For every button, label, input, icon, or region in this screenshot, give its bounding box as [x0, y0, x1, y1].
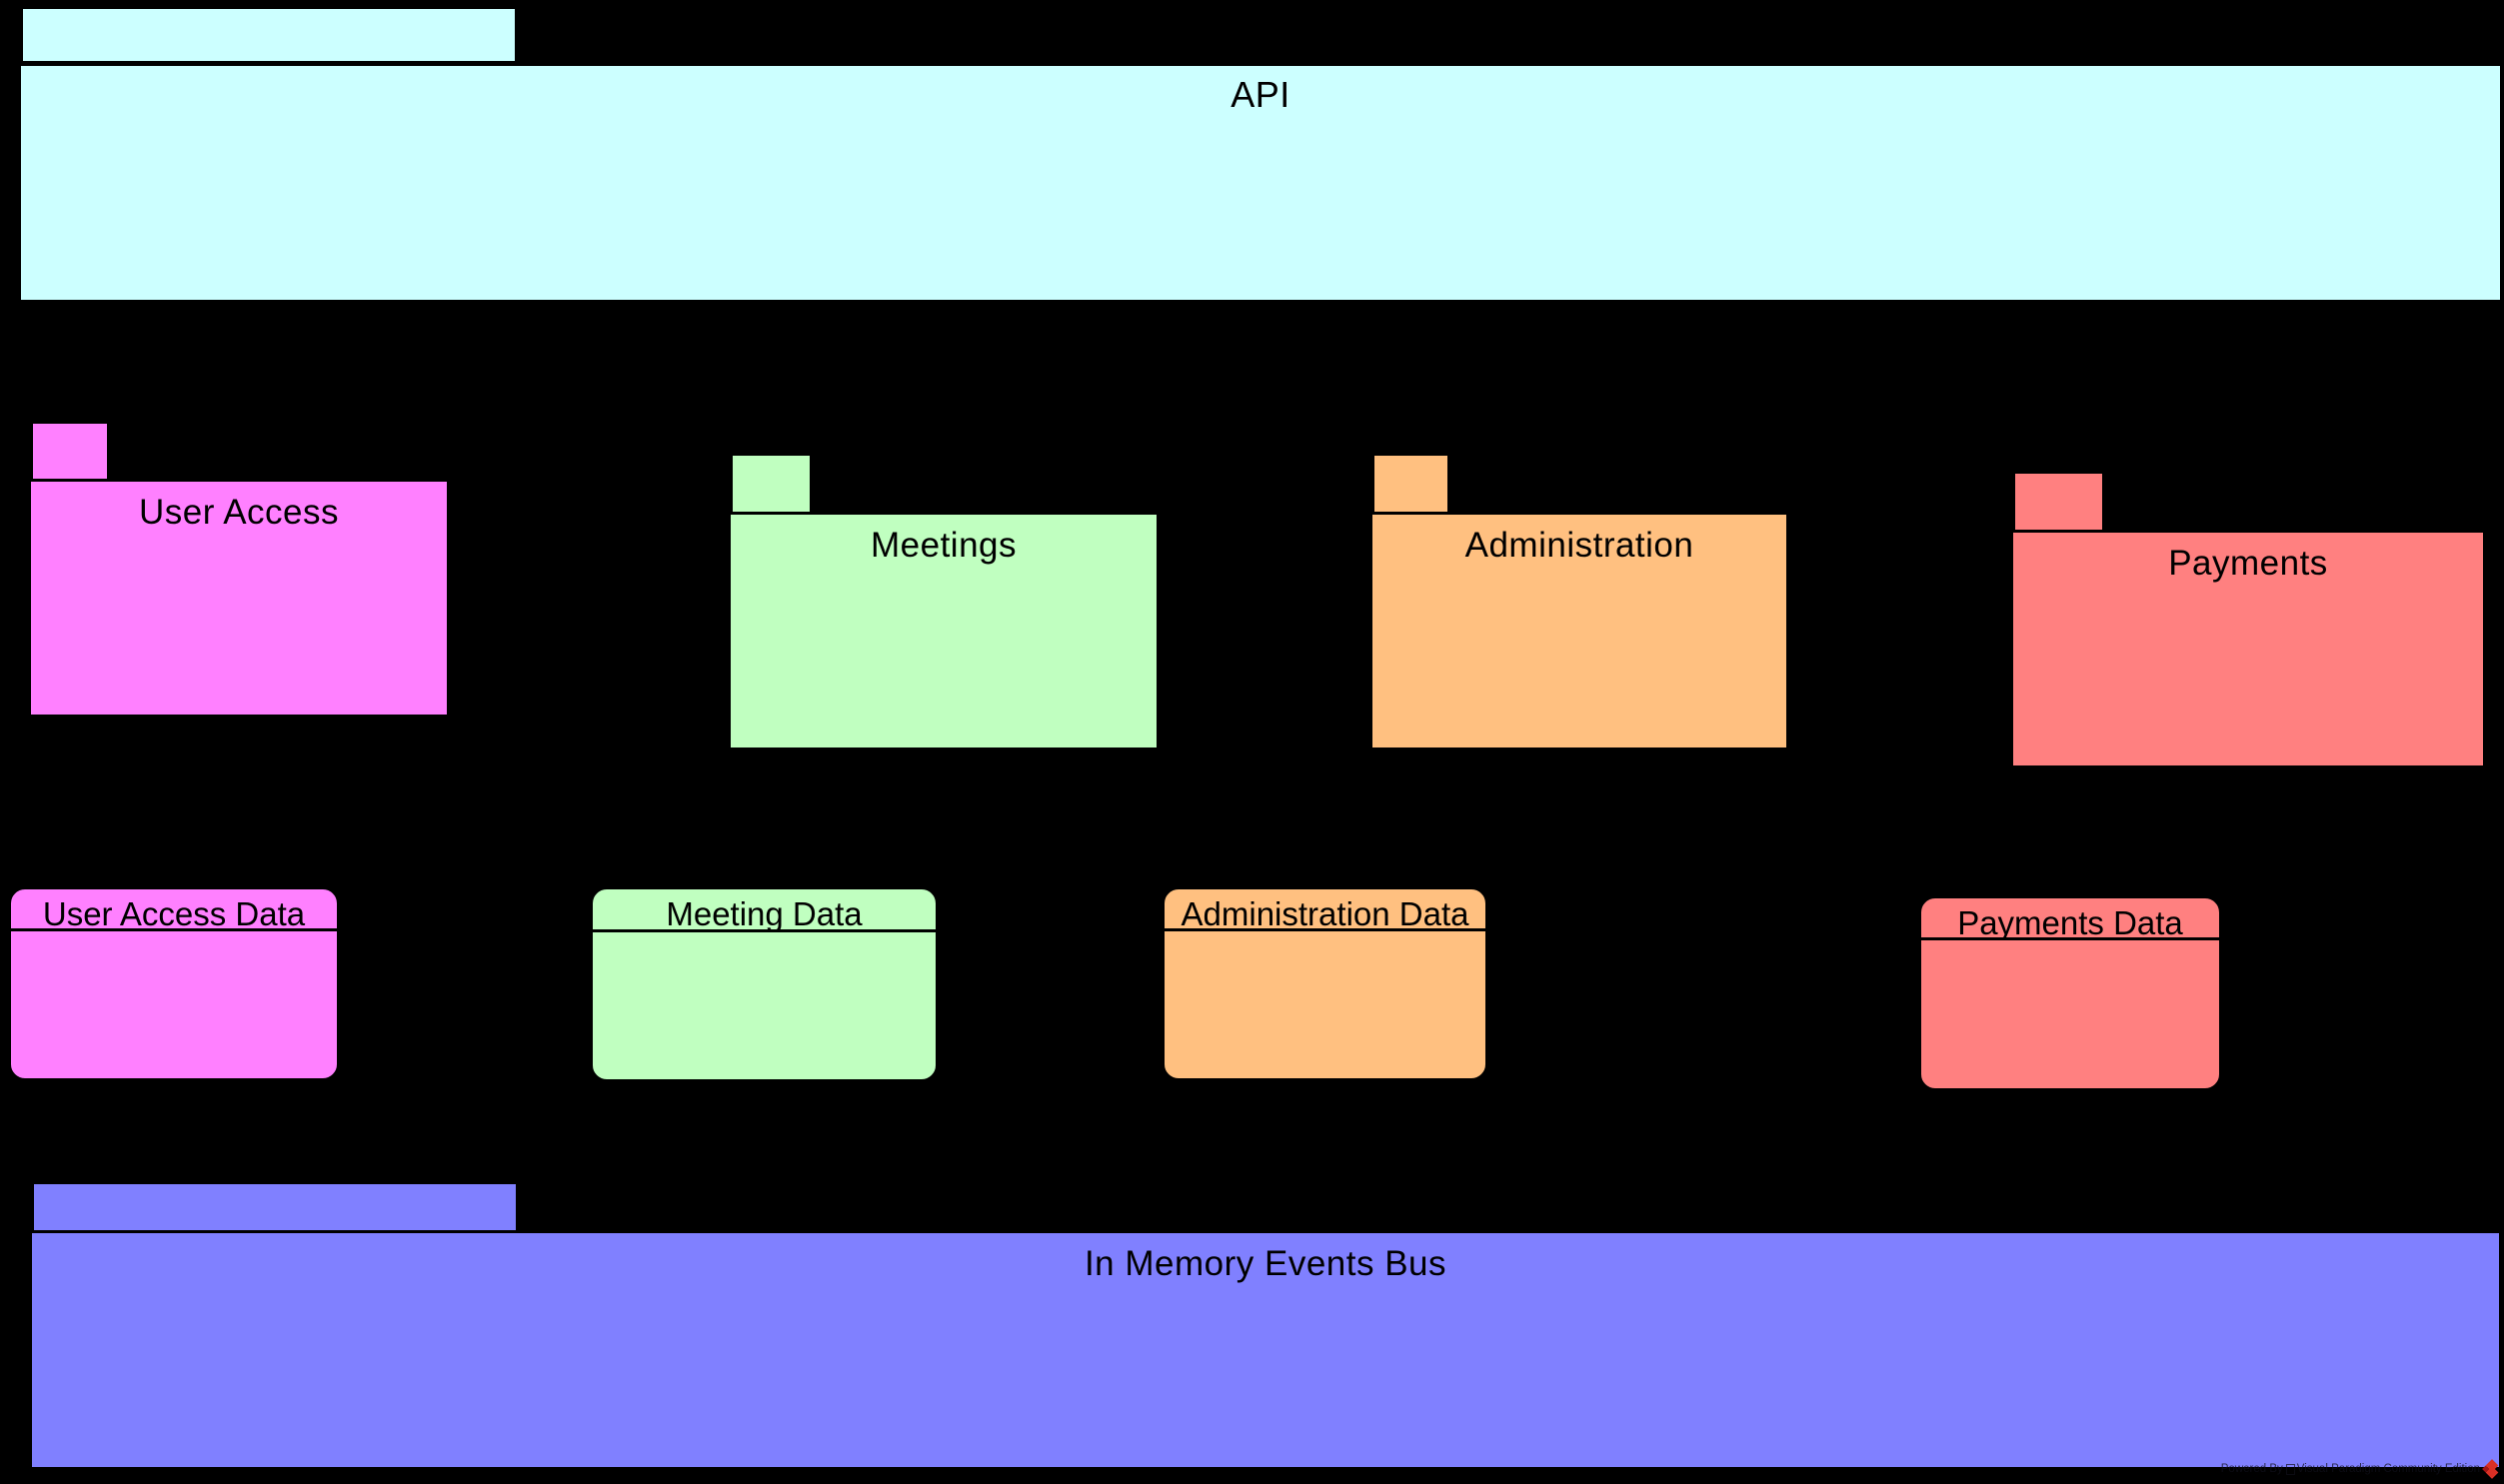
watermark-suffix: Visual Paradigm Community Edition: [2296, 1463, 2480, 1475]
watermark: Powered By Visual Paradigm Community Edit…: [2221, 1456, 2501, 1482]
package-api-tab: [21, 7, 517, 63]
data-store-user-access-data-label: User Access Data: [42, 895, 306, 931]
data-store-meeting-data: Meeting Data: [591, 887, 938, 1081]
package-user-access-tab: [31, 422, 109, 481]
package-api: API: [21, 63, 2500, 300]
package-payments-tab: [2013, 472, 2104, 533]
package-administration: Administration: [1372, 512, 1786, 747]
data-store-administration-data-label: Administration Data: [1181, 895, 1469, 931]
data-store-payments-data-header: Payments Data: [1921, 898, 2219, 940]
watermark-prefix: Powered By: [2220, 1463, 2283, 1475]
data-store-administration-data-header: Administration Data: [1165, 889, 1485, 931]
package-api-label: API: [1231, 74, 1290, 115]
data-store-user-access-data-header: User Access Data: [11, 889, 337, 931]
package-events-bus-tab: [32, 1182, 518, 1233]
data-store-user-access-data: User Access Data: [9, 887, 339, 1080]
package-user-access: User Access: [31, 479, 447, 715]
package-user-access-label: User Access: [139, 493, 339, 532]
data-store-meeting-data-header: Meeting Data: [593, 889, 936, 932]
visual-paradigm-logo-icon: [2482, 1459, 2502, 1479]
package-events-bus-label: In Memory Events Bus: [1084, 1244, 1447, 1283]
package-meetings: Meetings: [731, 512, 1157, 747]
data-store-meeting-data-label: Meeting Data: [666, 895, 863, 932]
package-payments-label: Payments: [2168, 544, 2328, 583]
package-administration-tab: [1372, 454, 1449, 515]
missing-glyph-box: [2285, 1463, 2295, 1475]
package-events-bus: In Memory Events Bus: [32, 1230, 2499, 1467]
package-meetings-label: Meetings: [870, 526, 1018, 565]
package-administration-label: Administration: [1464, 526, 1694, 565]
data-store-payments-data: Payments Data: [1919, 896, 2221, 1090]
package-meetings-tab: [731, 454, 812, 515]
data-store-administration-data: Administration Data: [1163, 887, 1487, 1080]
data-store-payments-data-label: Payments Data: [1957, 904, 2183, 940]
package-payments: Payments: [2013, 530, 2483, 765]
